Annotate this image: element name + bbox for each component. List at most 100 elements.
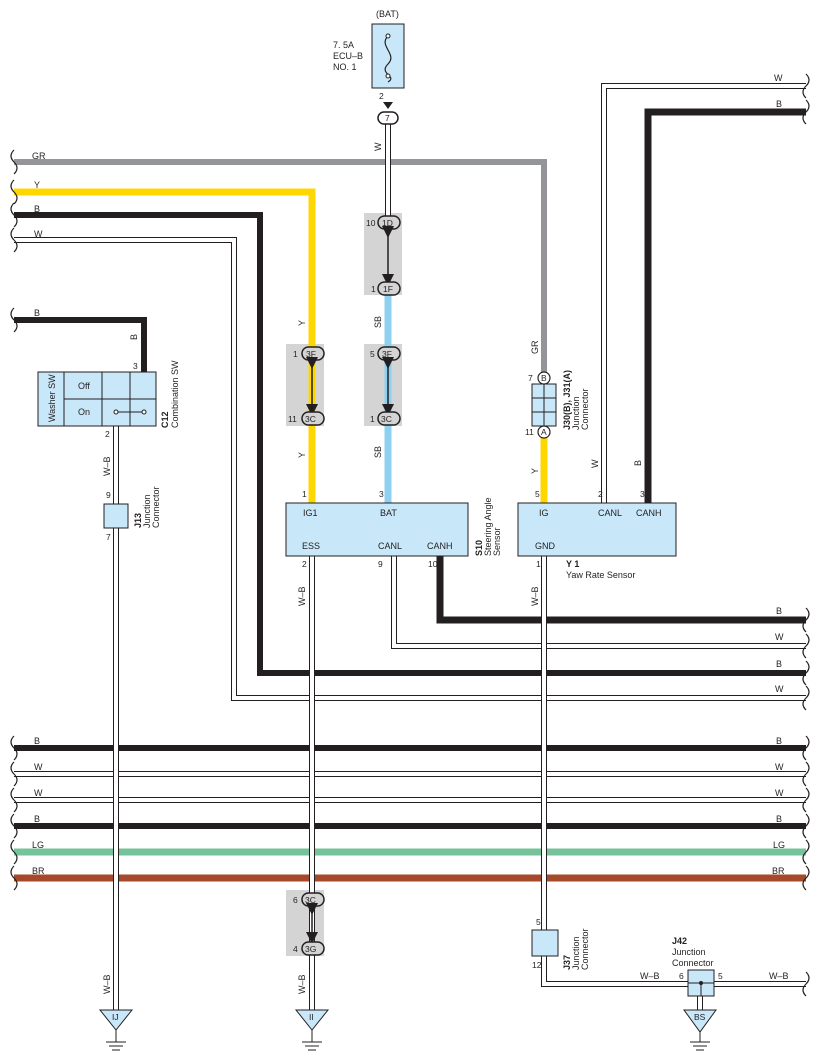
svg-text:3C: 3C bbox=[381, 414, 392, 424]
c12-pin-bottom: 2 bbox=[105, 429, 110, 439]
svg-text:6: 6 bbox=[679, 971, 684, 981]
j42-code: J42 bbox=[672, 936, 687, 946]
label-right-w: W bbox=[774, 73, 783, 83]
j13-line2: Connector bbox=[151, 486, 161, 528]
label-wb-s10-low: W–B bbox=[297, 974, 307, 994]
svg-text:5: 5 bbox=[536, 917, 541, 927]
label-bus-b2-left: B bbox=[34, 814, 40, 824]
c12-code: C12 bbox=[160, 411, 170, 428]
j30-code: J30(B), J31(A) bbox=[562, 370, 572, 430]
svg-text:B: B bbox=[541, 373, 547, 383]
label-c12-vert: B bbox=[129, 334, 139, 340]
s10-line1: Steering Angle bbox=[483, 497, 493, 556]
conn-3f-y: 3F 1 bbox=[293, 346, 325, 361]
svg-text:1: 1 bbox=[536, 559, 541, 569]
fuse-source: (BAT) bbox=[376, 9, 399, 19]
label-bus-w1-right: W bbox=[775, 762, 784, 772]
s10-line2: Sensor bbox=[492, 527, 502, 556]
j13-line1: Junction bbox=[142, 494, 152, 528]
label-bus-lg-right: LG bbox=[773, 840, 785, 850]
fuse-rating: 7. 5A bbox=[333, 40, 354, 50]
svg-text:3F: 3F bbox=[382, 349, 392, 359]
j30-line2: Connector bbox=[580, 388, 590, 430]
combination-switch-c12: Washer SW Off On bbox=[37, 371, 157, 427]
label-b-y1: B bbox=[633, 460, 643, 466]
j42-line1: Junction bbox=[672, 947, 706, 957]
s10-ig1: IG1 bbox=[303, 508, 318, 518]
svg-text:2: 2 bbox=[598, 489, 603, 499]
fuse-name: ECU–B bbox=[333, 51, 363, 61]
svg-text:12: 12 bbox=[532, 960, 542, 970]
label-y-lower: Y bbox=[297, 452, 307, 458]
fuse-number: NO. 1 bbox=[333, 62, 357, 72]
svg-text:3G: 3G bbox=[305, 944, 316, 954]
label-wb-j42-right: W–B bbox=[769, 971, 789, 981]
svg-text:10: 10 bbox=[428, 559, 438, 569]
label-top-b: B bbox=[34, 204, 40, 214]
svg-text:5: 5 bbox=[718, 971, 723, 981]
label-sb-lower: SB bbox=[373, 446, 383, 458]
svg-text:3F: 3F bbox=[306, 349, 316, 359]
fuse-wire-label: W bbox=[373, 142, 383, 151]
svg-text:1D: 1D bbox=[382, 218, 393, 228]
conn-1f: 1F 1 bbox=[371, 281, 401, 296]
y1-canl: CANL bbox=[598, 508, 622, 518]
svg-text:2: 2 bbox=[302, 559, 307, 569]
j13-box bbox=[103, 503, 129, 529]
label-bus-b1-right: B bbox=[776, 736, 782, 746]
j13-pin-bottom: 7 bbox=[106, 532, 111, 542]
svg-text:1: 1 bbox=[293, 349, 298, 359]
j30-pin-bottom: 11 bbox=[525, 427, 534, 437]
label-bus-br-right: BR bbox=[772, 866, 785, 876]
fuse-arrow bbox=[383, 102, 393, 109]
svg-text:7: 7 bbox=[385, 113, 390, 123]
label-gr-vert: GR bbox=[530, 340, 540, 354]
j13-code: J13 bbox=[133, 513, 143, 528]
svg-text:3: 3 bbox=[640, 489, 645, 499]
svg-text:II: II bbox=[309, 1012, 314, 1022]
fuse-icon bbox=[384, 35, 392, 83]
c12-pin-top: 3 bbox=[133, 361, 138, 371]
j37-line2: Connector bbox=[580, 928, 590, 970]
y1-gnd: GND bbox=[535, 541, 556, 551]
j37-line1: Junction bbox=[571, 936, 581, 970]
j30-line1: Junction bbox=[571, 396, 581, 430]
label-bus-br-left: BR bbox=[32, 866, 45, 876]
y1-box bbox=[517, 502, 677, 557]
label-bus-b2-right: B bbox=[776, 814, 782, 824]
j30-pin-top: 7 bbox=[528, 373, 533, 383]
wire-w-right bbox=[601, 83, 806, 504]
svg-text:3: 3 bbox=[379, 489, 384, 499]
svg-text:6: 6 bbox=[293, 895, 298, 905]
label-mid-b2: B bbox=[776, 659, 782, 669]
conn-3c-wb: 3C 6 bbox=[293, 892, 325, 907]
svg-text:1: 1 bbox=[370, 414, 375, 424]
s10-canl: CANL bbox=[378, 541, 402, 551]
label-w-y1: W bbox=[590, 459, 600, 468]
y1-name: Yaw Rate Sensor bbox=[566, 570, 635, 580]
label-c12-b: B bbox=[34, 308, 40, 318]
j37-box bbox=[531, 929, 559, 957]
j30-b-circle bbox=[537, 371, 551, 385]
y1-ig: IG bbox=[539, 508, 549, 518]
s10-canh: CANH bbox=[427, 541, 453, 551]
label-mid-w1: W bbox=[775, 632, 784, 642]
svg-text:3C: 3C bbox=[305, 414, 316, 424]
conn-3c-sb: 3C 1 bbox=[370, 411, 401, 426]
label-bus-w1-left: W bbox=[34, 762, 43, 772]
svg-text:4: 4 bbox=[293, 944, 298, 954]
label-bus-b1-left: B bbox=[34, 736, 40, 746]
svg-text:On: On bbox=[78, 407, 90, 417]
svg-text:10: 10 bbox=[366, 218, 376, 228]
svg-text:1: 1 bbox=[371, 284, 376, 294]
label-wb-c12: W–B bbox=[102, 456, 112, 476]
label-mid-w2: W bbox=[775, 684, 784, 694]
label-bus-lg-left: LG bbox=[32, 840, 44, 850]
ground-ii: II bbox=[294, 1009, 330, 1051]
svg-text:BS: BS bbox=[694, 1012, 706, 1022]
j13-pin-top: 9 bbox=[106, 490, 111, 500]
wire-b-c12 bbox=[14, 317, 147, 374]
j30-a-circle bbox=[537, 425, 551, 439]
wire-s10-canh bbox=[436, 556, 806, 624]
